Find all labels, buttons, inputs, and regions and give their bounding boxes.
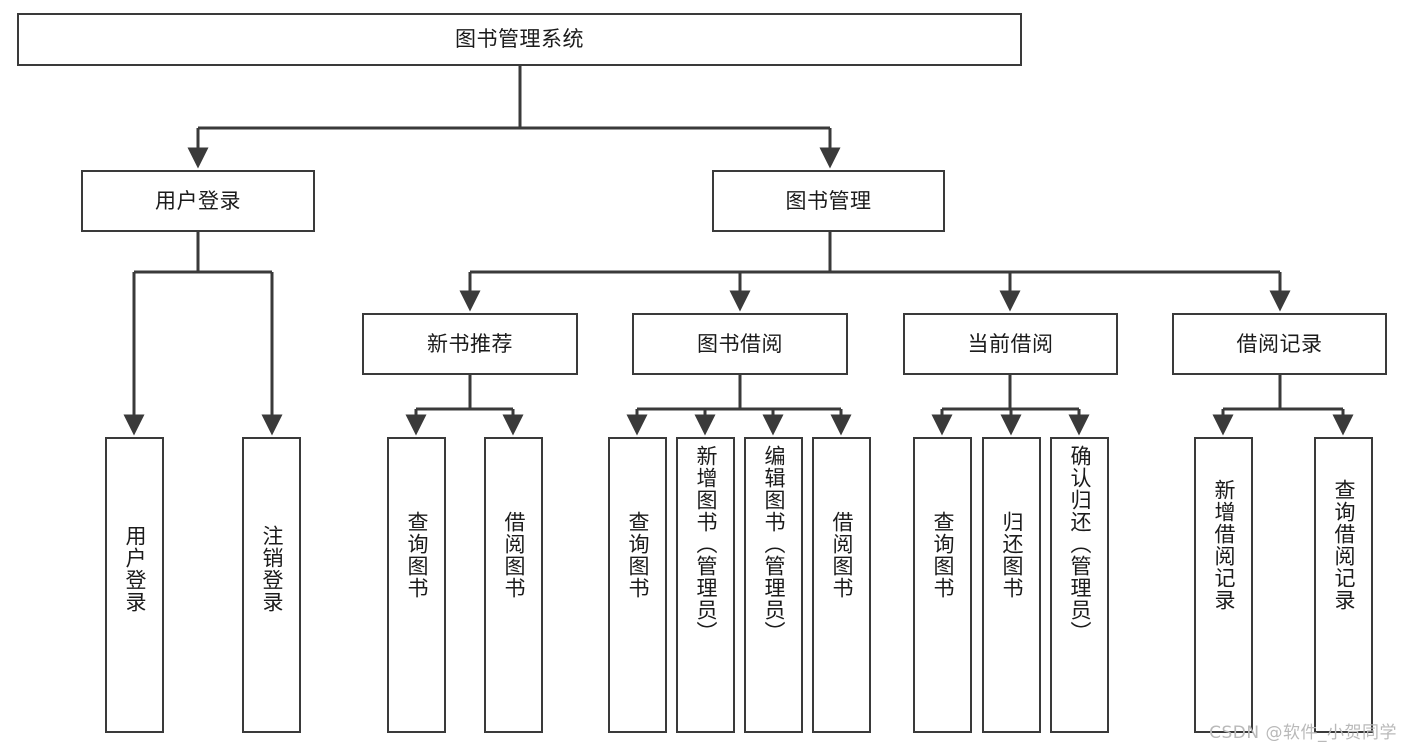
node-book-management-label: 图书管理 — [785, 188, 872, 213]
leaf-query-book-recommend[interactable]: 查询图书 — [387, 437, 446, 733]
leaf-edit-book-admin[interactable]: 编辑图书（管理员） — [744, 437, 803, 733]
leaf-user-login-label: 用户登录 — [122, 525, 147, 613]
leaf-add-borrow-record-label: 新增借阅记录 — [1211, 479, 1236, 611]
node-root[interactable]: 图书管理系统 — [17, 13, 1022, 66]
leaf-borrow-book-recommend-label: 借阅图书 — [501, 511, 526, 599]
leaf-query-book-recommend-label: 查询图书 — [404, 511, 429, 599]
node-book-borrow-label: 图书借阅 — [697, 331, 783, 356]
node-book-borrow[interactable]: 图书借阅 — [632, 313, 848, 375]
leaf-query-borrow-record[interactable]: 查询借阅记录 — [1314, 437, 1373, 733]
leaf-add-book-admin-label: 新增图书（管理员） — [693, 445, 718, 643]
leaf-add-book-admin[interactable]: 新增图书（管理员） — [676, 437, 735, 733]
leaf-query-borrow-record-label: 查询借阅记录 — [1331, 479, 1356, 611]
leaf-logout-label: 注销登录 — [259, 525, 284, 613]
node-borrow-record-label: 借阅记录 — [1236, 331, 1323, 356]
leaf-query-book-current-label: 查询图书 — [930, 511, 955, 599]
leaf-add-borrow-record[interactable]: 新增借阅记录 — [1194, 437, 1253, 733]
node-current-borrow-label: 当前借阅 — [967, 331, 1054, 356]
node-book-management[interactable]: 图书管理 — [712, 170, 945, 232]
node-new-book-recommend-label: 新书推荐 — [427, 331, 513, 356]
leaf-confirm-return-admin[interactable]: 确认归还（管理员） — [1050, 437, 1109, 733]
leaf-borrow-book-recommend[interactable]: 借阅图书 — [484, 437, 543, 733]
node-borrow-record[interactable]: 借阅记录 — [1172, 313, 1387, 375]
leaf-user-login[interactable]: 用户登录 — [105, 437, 164, 733]
node-user-login-label: 用户登录 — [155, 188, 241, 213]
node-root-label: 图书管理系统 — [455, 27, 584, 51]
leaf-borrow-book-label: 借阅图书 — [829, 511, 854, 599]
node-user-login[interactable]: 用户登录 — [81, 170, 315, 232]
leaf-return-book[interactable]: 归还图书 — [982, 437, 1041, 733]
leaf-query-book-borrow-label: 查询图书 — [625, 511, 650, 599]
leaf-query-book-borrow[interactable]: 查询图书 — [608, 437, 667, 733]
node-current-borrow[interactable]: 当前借阅 — [903, 313, 1118, 375]
leaf-confirm-return-admin-label: 确认归还（管理员） — [1067, 445, 1092, 643]
csdn-watermark: CSDN @软件_小贺同学 — [1209, 723, 1397, 743]
node-new-book-recommend[interactable]: 新书推荐 — [362, 313, 578, 375]
leaf-edit-book-admin-label: 编辑图书（管理员） — [761, 445, 786, 643]
leaf-logout[interactable]: 注销登录 — [242, 437, 301, 733]
leaf-return-book-label: 归还图书 — [999, 511, 1024, 599]
leaf-borrow-book[interactable]: 借阅图书 — [812, 437, 871, 733]
leaf-query-book-current[interactable]: 查询图书 — [913, 437, 972, 733]
